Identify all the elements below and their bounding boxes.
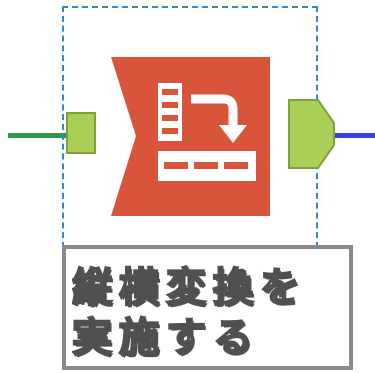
annotation-line-1: 縦横変換を — [72, 264, 307, 312]
transpose-tool-icon[interactable] — [109, 55, 272, 218]
annotation-line-2: 実施する — [72, 314, 260, 362]
node-annotation[interactable]: 縦横変換を 実施する — [62, 245, 353, 370]
input-anchor[interactable] — [66, 112, 96, 154]
output-anchor[interactable] — [288, 99, 336, 169]
outgoing-connection-line[interactable] — [330, 133, 375, 138]
incoming-connection-line[interactable] — [8, 133, 72, 138]
